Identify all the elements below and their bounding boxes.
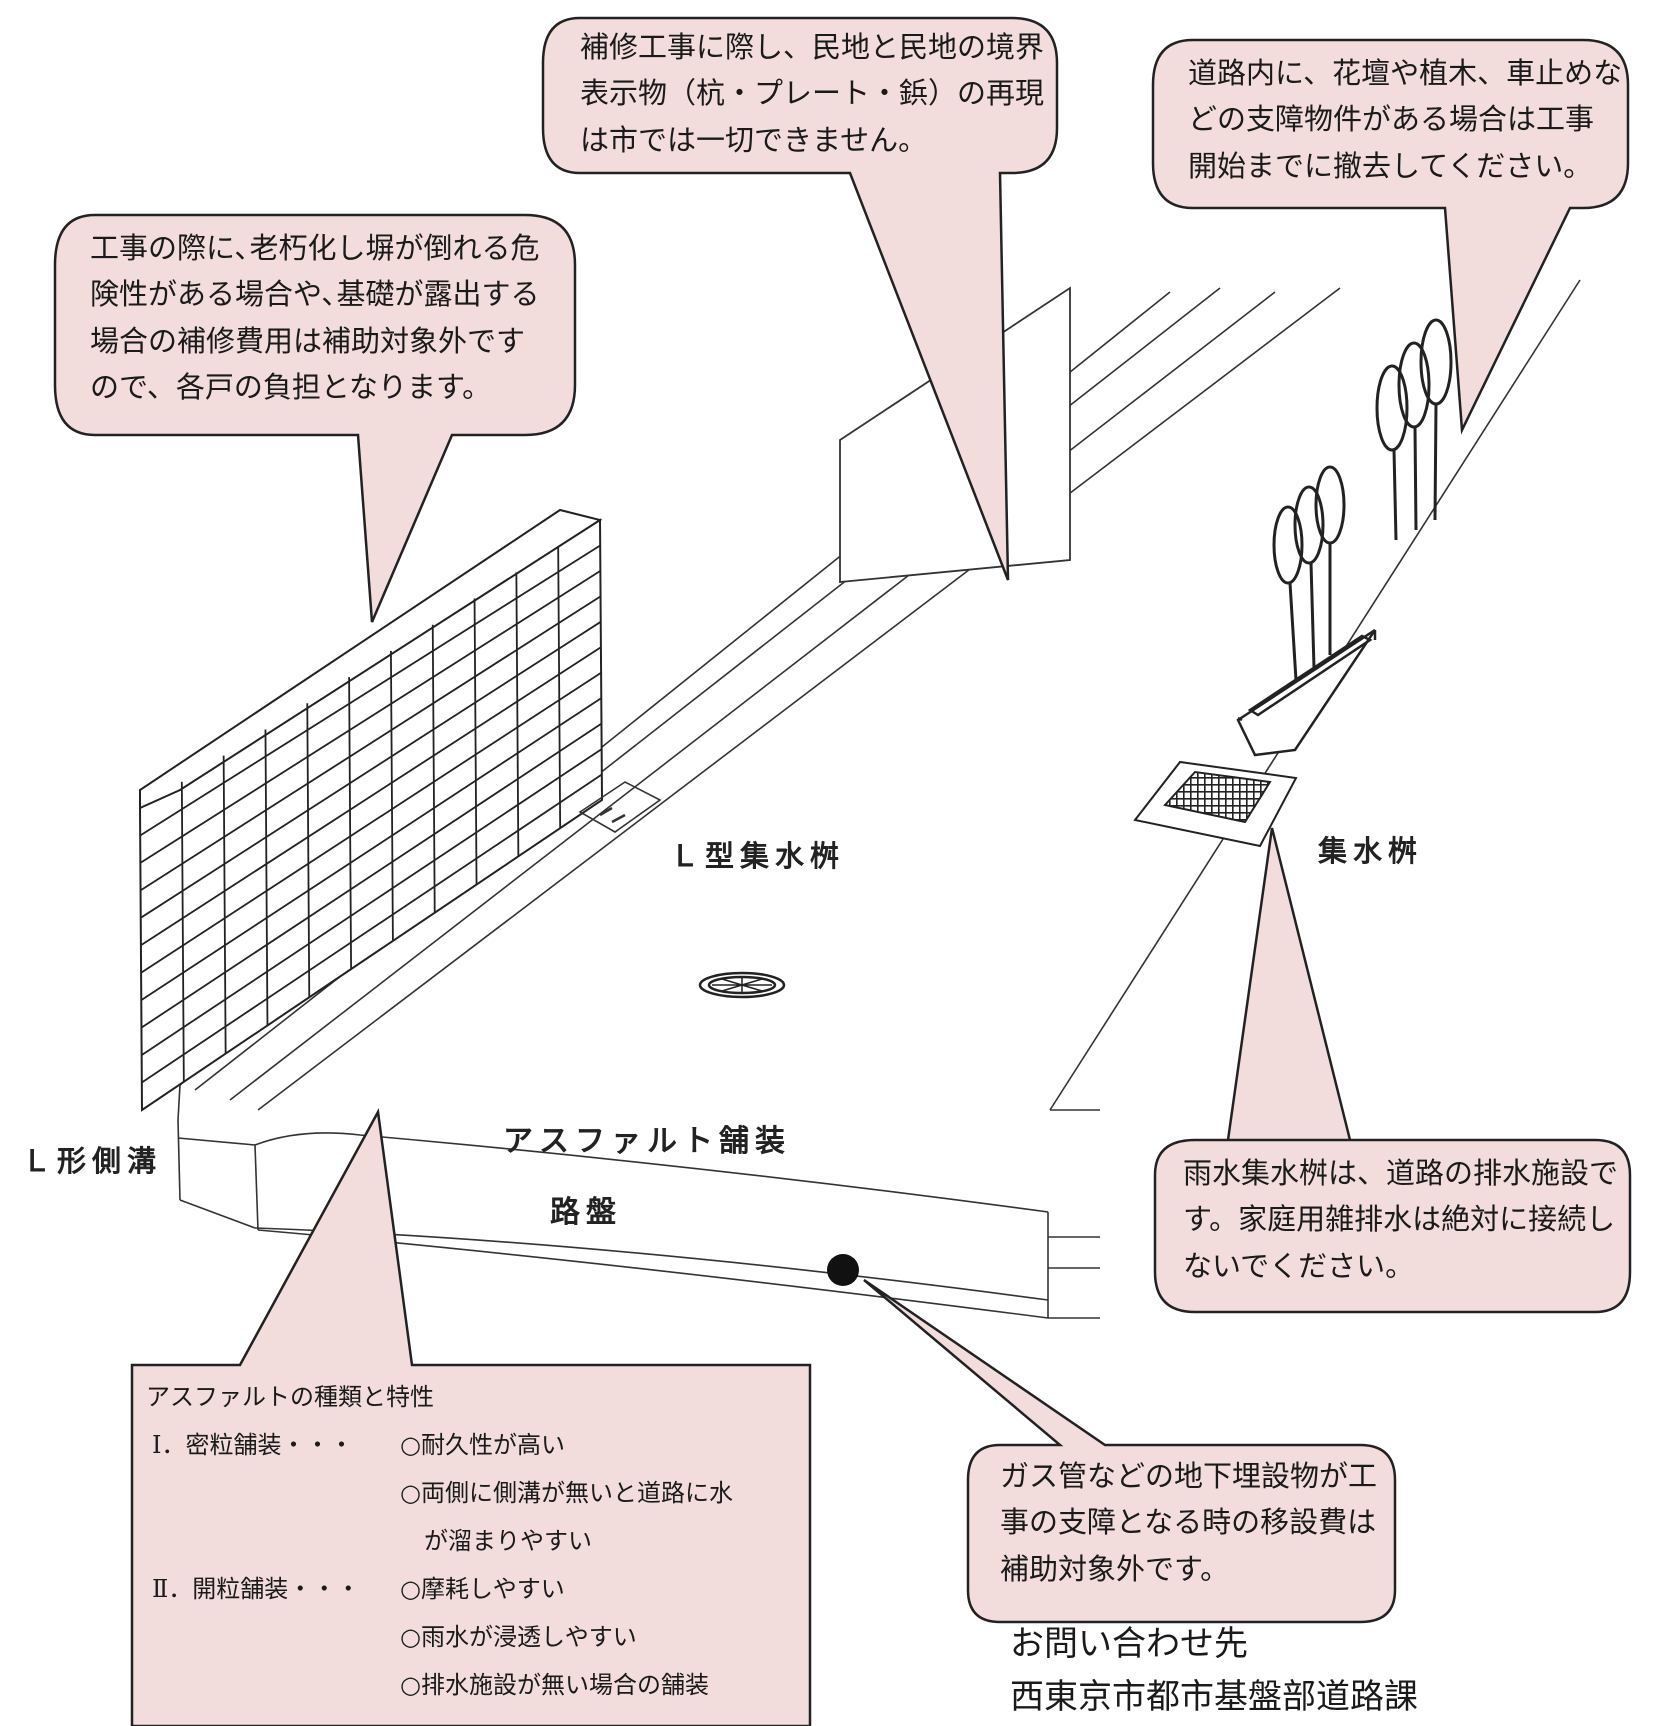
label-l-catch-basin: Ｌ型集水桝 [670,839,846,873]
callout-bubble-drain [1153,827,1632,1314]
dense-point: ○耐久性が高い [400,1431,565,1459]
block-wall [138,508,604,1112]
dense-label: Ⅰ．密粒舗装・・・ [152,1431,354,1459]
label-catch-basin: 集水桝 [1318,834,1424,868]
open-point: ○雨水が浸透しやすい [400,1623,637,1651]
contact-info: お問い合わせ先 西東京市都市基盤部道路課 [1010,1618,1418,1723]
buried-pipe-icon [827,1254,859,1286]
open-point: ○排水施設が無い場合の舗装 [400,1671,709,1699]
label-asphalt: アスファルト舗装 [503,1124,791,1159]
callout-bubble-gas [863,1278,1397,1624]
callout-obstacles: 道路内に、花壇や植木、車止めな どの支障物件がある場合は工事 開始までに撤去して… [1188,56,1623,183]
contact-heading: お問い合わせ先 [1010,1624,1248,1664]
label-l-gutter: Ｌ形側溝 [22,1144,163,1178]
catch-basin-icon [1133,760,1298,848]
asphalt-info-title: アスファルトの種類と特性 [146,1383,434,1411]
callout-boundary: 補修工事に際し、民地と民地の境界 表示物（杭・プレート・鋲）の再現 は市では一切… [580,30,1045,157]
dense-point: ○両側に側溝が無いと道路に水 [400,1479,733,1507]
label-roadbed: 路盤 [550,1195,622,1230]
tree-icons [1272,318,1453,681]
asphalt-info: アスファルトの種類と特性 Ⅰ．密粒舗装・・・ ○耐久性が高い ○両側に側溝が無い… [132,1365,810,1726]
callout-wall: 工事の際に､老朽化し塀が倒れる危 険性がある場合や､基礎が露出する 場合の補修費… [90,231,540,405]
callout-drain: 雨水集水桝は、道路の排水施設で す。家庭用雑排水は絶対に接続し ないでください。 [1183,1156,1619,1283]
manhole-icon [698,971,786,999]
open-point: ○摩耗しやすい [400,1575,565,1603]
callout-bubble-boundary [541,16,1059,581]
dense-point: が溜まりやすい [424,1527,592,1555]
callout-box-asphalt [130,1108,812,1726]
contact-department: 西東京市都市基盤部道路課 [1010,1676,1418,1717]
callout-gas: ガス管などの地下埋設物が工 事の支障となる時の移設費は 補助対象外です。 [1000,1459,1378,1586]
callout-bubble-wall [53,213,577,623]
callout-bubble-obstacles [1151,38,1630,435]
open-label: Ⅱ．開粒舗装・・・ [152,1575,361,1603]
l-catch-basin-icon [578,781,662,833]
planter-icon [1236,628,1377,757]
